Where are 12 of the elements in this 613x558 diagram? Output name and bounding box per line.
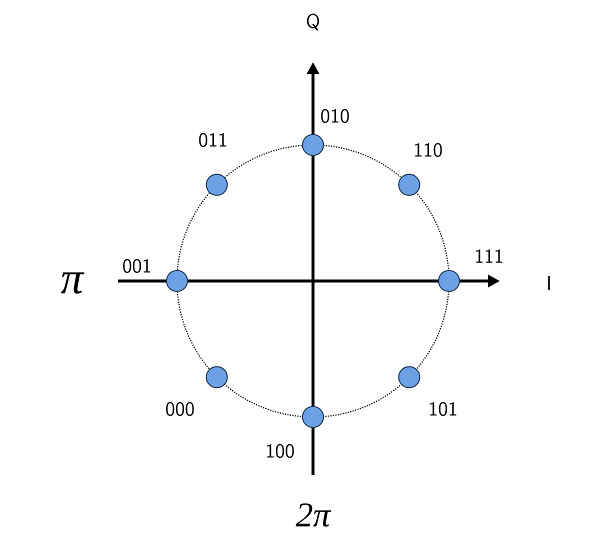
bit-label: 010: [321, 109, 349, 123]
axis-label: I: [548, 276, 550, 290]
bit-label: 100: [267, 444, 294, 458]
bit-label: 110: [415, 143, 442, 157]
axis-label: Q: [306, 14, 320, 30]
phase-label: π: [60, 272, 84, 294]
bit-label: 000: [166, 402, 194, 416]
bit-label: 001: [123, 259, 150, 273]
bit-label: 101: [430, 402, 456, 416]
bit-label: 111: [476, 249, 502, 263]
bit-label: 011: [199, 133, 226, 147]
phase-label: 2π: [296, 503, 332, 527]
